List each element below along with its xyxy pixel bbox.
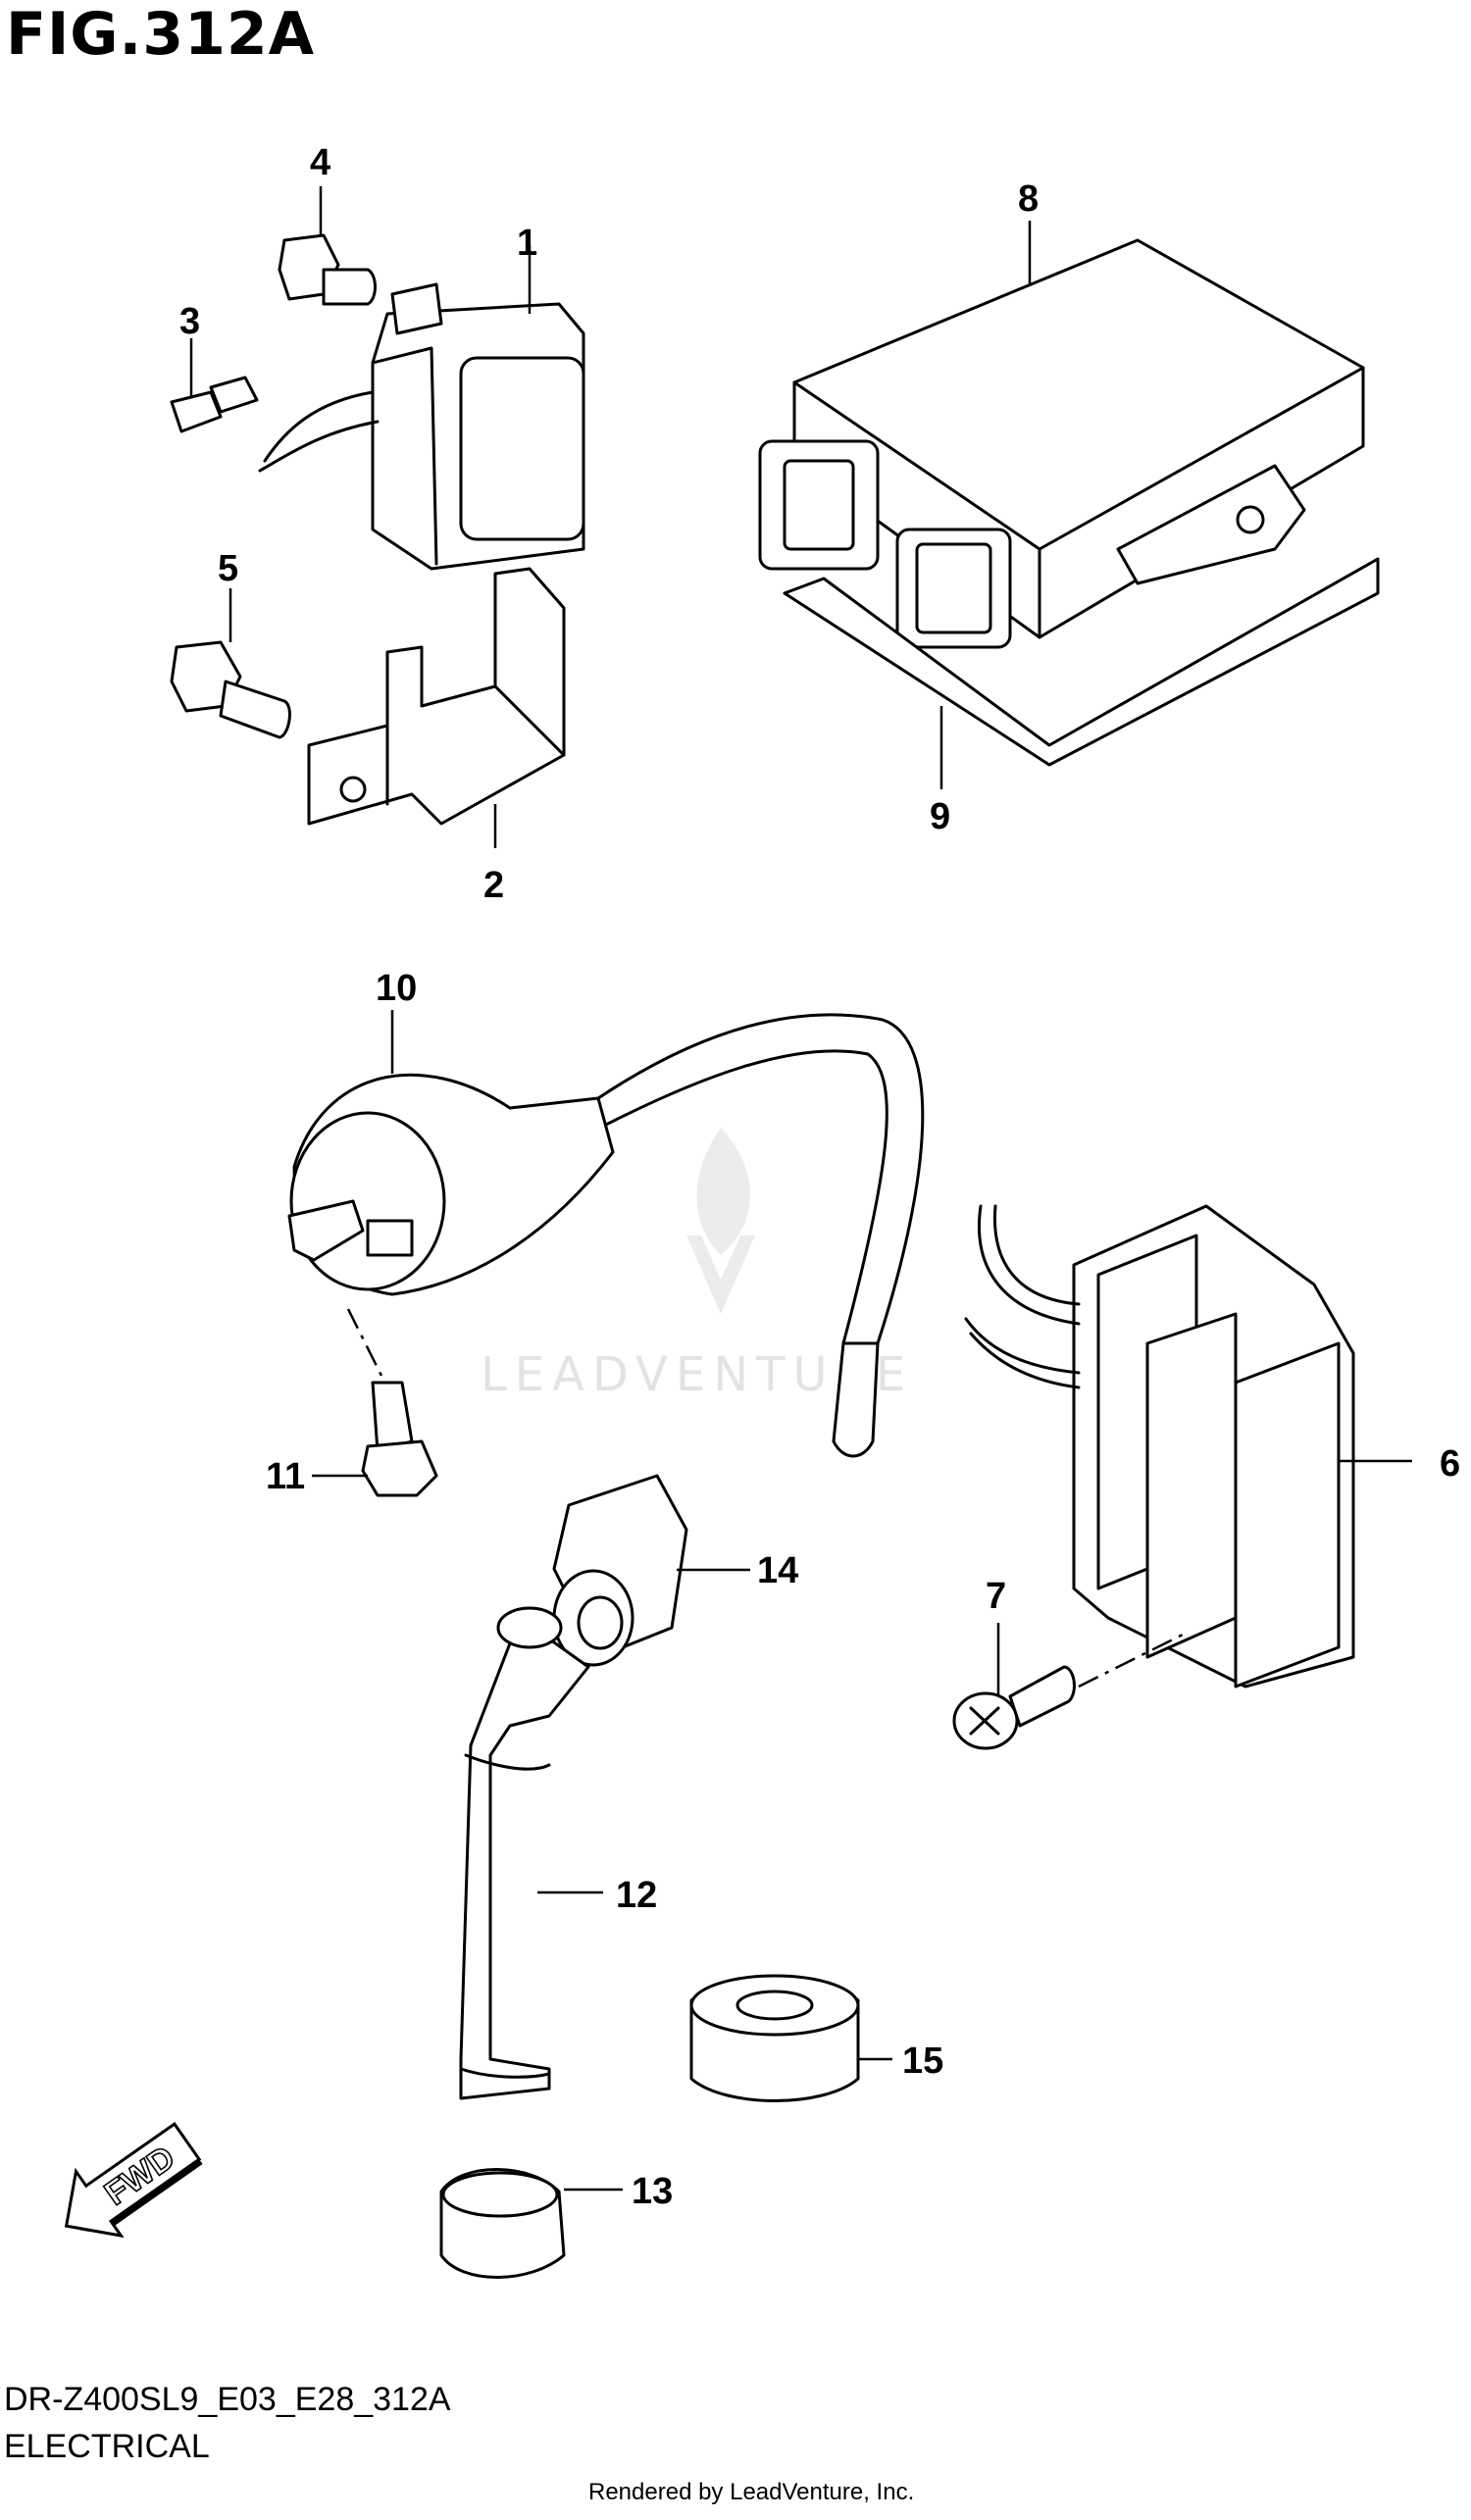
callout-8: 8 [1018, 178, 1039, 220]
callout-10: 10 [376, 968, 417, 1009]
leadventure-watermark: LEADVENTURE [481, 1128, 913, 1402]
callout-1: 1 [517, 223, 537, 264]
callout-15: 15 [902, 2041, 943, 2082]
part-3-clip[interactable] [170, 376, 259, 433]
part-1-relay[interactable] [258, 282, 585, 571]
fwd-arrow: FWD [64, 2122, 203, 2239]
part-8-control-unit[interactable] [758, 238, 1365, 649]
callout-7: 7 [986, 1576, 1006, 1617]
rendered-by-credit: Rendered by LeadVenture, Inc. [588, 2479, 915, 2505]
part-7-screw[interactable] [952, 1665, 1076, 1750]
callout-3: 3 [179, 301, 200, 342]
callout-13: 13 [632, 2171, 673, 2212]
part-4-bolt[interactable] [278, 233, 377, 306]
figure-title: FIG.312A [6, 0, 316, 69]
part-15-grommet[interactable] [689, 1974, 860, 2102]
callout-9: 9 [930, 796, 950, 837]
model-code: DR-Z400SL9_E03_E28_312A [4, 2381, 451, 2418]
callout-2: 2 [483, 865, 504, 906]
callout-5: 5 [218, 548, 238, 589]
part-10-ignition-coil[interactable] [287, 1013, 925, 1458]
centerline-10-11 [346, 1308, 384, 1379]
part-6-regulator[interactable] [964, 1204, 1355, 1688]
section-name: ELECTRICAL [4, 2428, 210, 2465]
callout-12: 12 [616, 1875, 657, 1916]
callout-6: 6 [1440, 1443, 1460, 1485]
callout-14: 14 [757, 1550, 798, 1591]
part-11-bolt[interactable] [361, 1381, 438, 1497]
callout-11: 11 [266, 1456, 305, 1497]
part-14-seal[interactable] [552, 1474, 688, 1667]
part-9-pad[interactable] [783, 557, 1380, 767]
part-13-cap[interactable] [439, 2168, 566, 2279]
centerline-6-7 [1078, 1631, 1188, 1688]
part-12-plug-cap[interactable] [459, 1606, 590, 2100]
watermark-text: LEADVENTURE [481, 1347, 913, 1402]
part-5-bolt[interactable] [170, 640, 291, 739]
part-2-bracket[interactable] [307, 567, 566, 826]
callout-4: 4 [310, 142, 330, 183]
